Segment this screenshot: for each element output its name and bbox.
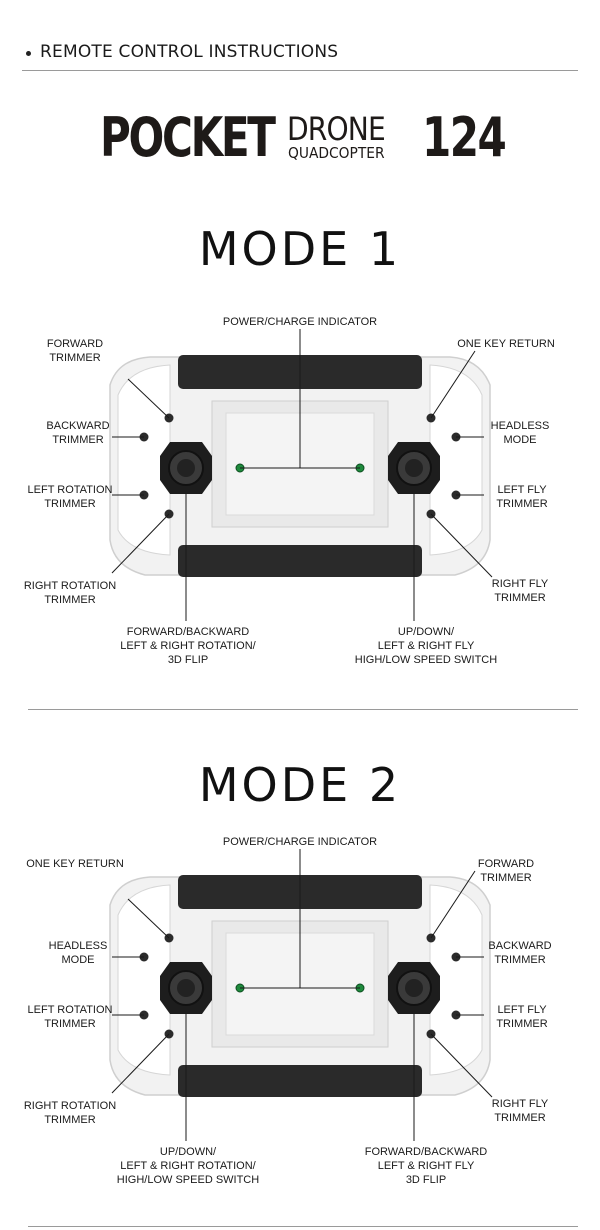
label-line: FORWARD	[477, 858, 535, 870]
leader-line	[127, 378, 170, 419]
mode2-label-right-stick: FORWARD/BACKWARD LEFT & RIGHT FLY 3D FLIP	[341, 1145, 511, 1187]
label-line: LEFT & RIGHT FLY	[377, 1160, 475, 1172]
label-line: TRIMMER	[496, 498, 548, 510]
mode1-label-power: POWER/CHARGE INDICATOR	[200, 315, 400, 329]
mode1-label-mid-left-1: BACKWARD TRIMMER	[23, 419, 133, 447]
mode2-label-mid-left-2: LEFT ROTATION TRIMMER	[10, 1003, 130, 1031]
mode2-label-left-stick: UP/DOWN/LEFT & RIGHT ROTATION/HIGH/LOW S…	[103, 1145, 273, 1187]
controller-illustration	[109, 849, 493, 1141]
bottom-grip	[178, 1065, 422, 1097]
label-line: LEFT ROTATION	[27, 1004, 113, 1016]
label-line: HIGH/LOW SPEED SWITCH	[116, 1174, 260, 1186]
label-line: LEFT ROTATION	[27, 484, 113, 496]
label-line: UP/DOWN/	[397, 626, 455, 638]
label-line: UP/DOWN/	[159, 1146, 217, 1158]
label-line: ONE KEY RETURN	[26, 858, 124, 870]
label-line: TRIMMER	[494, 1112, 546, 1124]
label-line: TRIMMER	[44, 594, 96, 606]
label-line: LEFT FLY	[497, 484, 547, 496]
label-line: FORWARD/BACKWARD	[364, 1146, 488, 1158]
mode1-label-right-stick: UP/DOWN/LEFT & RIGHT FLY HIGH/LOW SPEED S…	[341, 625, 511, 667]
label-line: ONE KEY RETURN	[457, 338, 555, 350]
label-line: FORWARD/BACKWARD	[126, 626, 250, 638]
label-line: TRIMMER	[494, 954, 546, 966]
label-line: 3D FLIP	[405, 1174, 447, 1186]
label-line: LEFT & RIGHT ROTATION/	[120, 640, 256, 652]
mode2-label-top-right: FORWARD TRIMMER	[446, 857, 566, 885]
logo-word-pocket: POCKET	[100, 106, 276, 169]
left-joystick	[160, 442, 212, 494]
label-line: 3D FLIP	[167, 654, 209, 666]
logo-word-drone: DRONE	[287, 110, 386, 148]
mode2-diagram: POWER/CHARGE INDICATOR ONE KEY RETURN FORW…	[0, 825, 600, 1205]
mode1-label-mid-left-2: LEFT ROTATION TRIMMER	[10, 483, 130, 511]
mode1-title: MODE 1	[198, 222, 402, 276]
section-divider	[28, 709, 578, 710]
mode2-label-mid-left-1: HEADLESS MODE	[23, 939, 133, 967]
mode1-label-mid-right-1: HEADLESS MODE	[470, 419, 570, 447]
bottom-divider	[28, 1226, 578, 1227]
mode1-label-low-left: RIGHT ROTATION TRIMMER	[10, 579, 130, 607]
leader-line	[430, 350, 476, 419]
label-line: HEADLESS	[48, 940, 108, 952]
left-joystick	[160, 962, 212, 1014]
leader-line	[111, 513, 170, 574]
mode1-label-mid-right-2: LEFT FLY TRIMMER	[472, 483, 572, 511]
label-line: TRIMMER	[49, 352, 101, 364]
label-line: LEFT FLY	[497, 1004, 547, 1016]
label-line: TRIMMER	[44, 498, 96, 510]
mode2-label-mid-right-1: BACKWARD TRIMMER	[470, 939, 570, 967]
label-line: LEFT & RIGHT ROTATION/	[120, 1160, 256, 1172]
leader-line	[111, 1033, 170, 1094]
label-line: HEADLESS	[490, 420, 550, 432]
leader-line	[430, 870, 476, 939]
leader-line	[430, 1033, 493, 1098]
mode1-label-top-right: ONE KEY RETURN	[446, 337, 566, 351]
mode1-label-top-left: FORWARD TRIMMER	[20, 337, 130, 365]
label-line: TRIMMER	[44, 1018, 96, 1030]
mode2-label-top-left: ONE KEY RETURN	[20, 857, 130, 871]
right-joystick	[388, 442, 440, 494]
label-line: MODE	[61, 954, 95, 966]
leader-line	[430, 513, 493, 578]
mode2-title: MODE 2	[198, 758, 402, 812]
mode1-label-left-stick: FORWARD/BACKWARD LEFT & RIGHT ROTATION/3D…	[103, 625, 273, 667]
label-line: RIGHT ROTATION	[23, 1100, 117, 1112]
logo-word-quadcopter: QUADCOPTER	[288, 144, 385, 162]
mode2-label-low-right: RIGHT FLY TRIMMER	[470, 1097, 570, 1125]
leader-line	[127, 898, 170, 939]
mode1-label-low-right: RIGHT FLY TRIMMER	[470, 577, 570, 605]
mode2-label-low-left: RIGHT ROTATION TRIMMER	[10, 1099, 130, 1127]
right-joystick	[388, 962, 440, 1014]
label-line: BACKWARD	[46, 420, 110, 432]
label-line: TRIMMER	[52, 434, 104, 446]
label-line: POWER/CHARGE INDICATOR	[222, 836, 378, 848]
mode2-label-mid-right-2: LEFT FLY TRIMMER	[472, 1003, 572, 1031]
label-line: FORWARD	[46, 338, 104, 350]
bullet-icon	[26, 51, 31, 56]
label-line: BACKWARD	[488, 940, 552, 952]
label-line: RIGHT FLY	[491, 1098, 549, 1110]
controller-illustration	[109, 329, 493, 621]
logo-model-number: 124	[422, 106, 507, 169]
label-line: POWER/CHARGE INDICATOR	[222, 316, 378, 328]
section-header: REMOTE CONTROL INSTRUCTIONS	[22, 42, 578, 71]
label-line: HIGH/LOW SPEED SWITCH	[354, 654, 498, 666]
bottom-grip	[178, 545, 422, 577]
product-logo: POCKET DRONE QUADCOPTER 124	[100, 106, 507, 169]
label-line: MODE	[503, 434, 537, 446]
label-line: RIGHT FLY	[491, 578, 549, 590]
mode2-label-power: POWER/CHARGE INDICATOR	[200, 835, 400, 849]
label-line: TRIMMER	[44, 1114, 96, 1126]
label-line: RIGHT ROTATION	[23, 580, 117, 592]
label-line: TRIMMER	[496, 1018, 548, 1030]
label-line: TRIMMER	[480, 872, 532, 884]
section-title: REMOTE CONTROL INSTRUCTIONS	[40, 42, 339, 62]
label-line: LEFT & RIGHT FLY	[377, 640, 475, 652]
mode1-diagram: POWER/CHARGE INDICATOR FORWARD TRIMMER ONE …	[0, 305, 600, 685]
label-line: TRIMMER	[494, 592, 546, 604]
